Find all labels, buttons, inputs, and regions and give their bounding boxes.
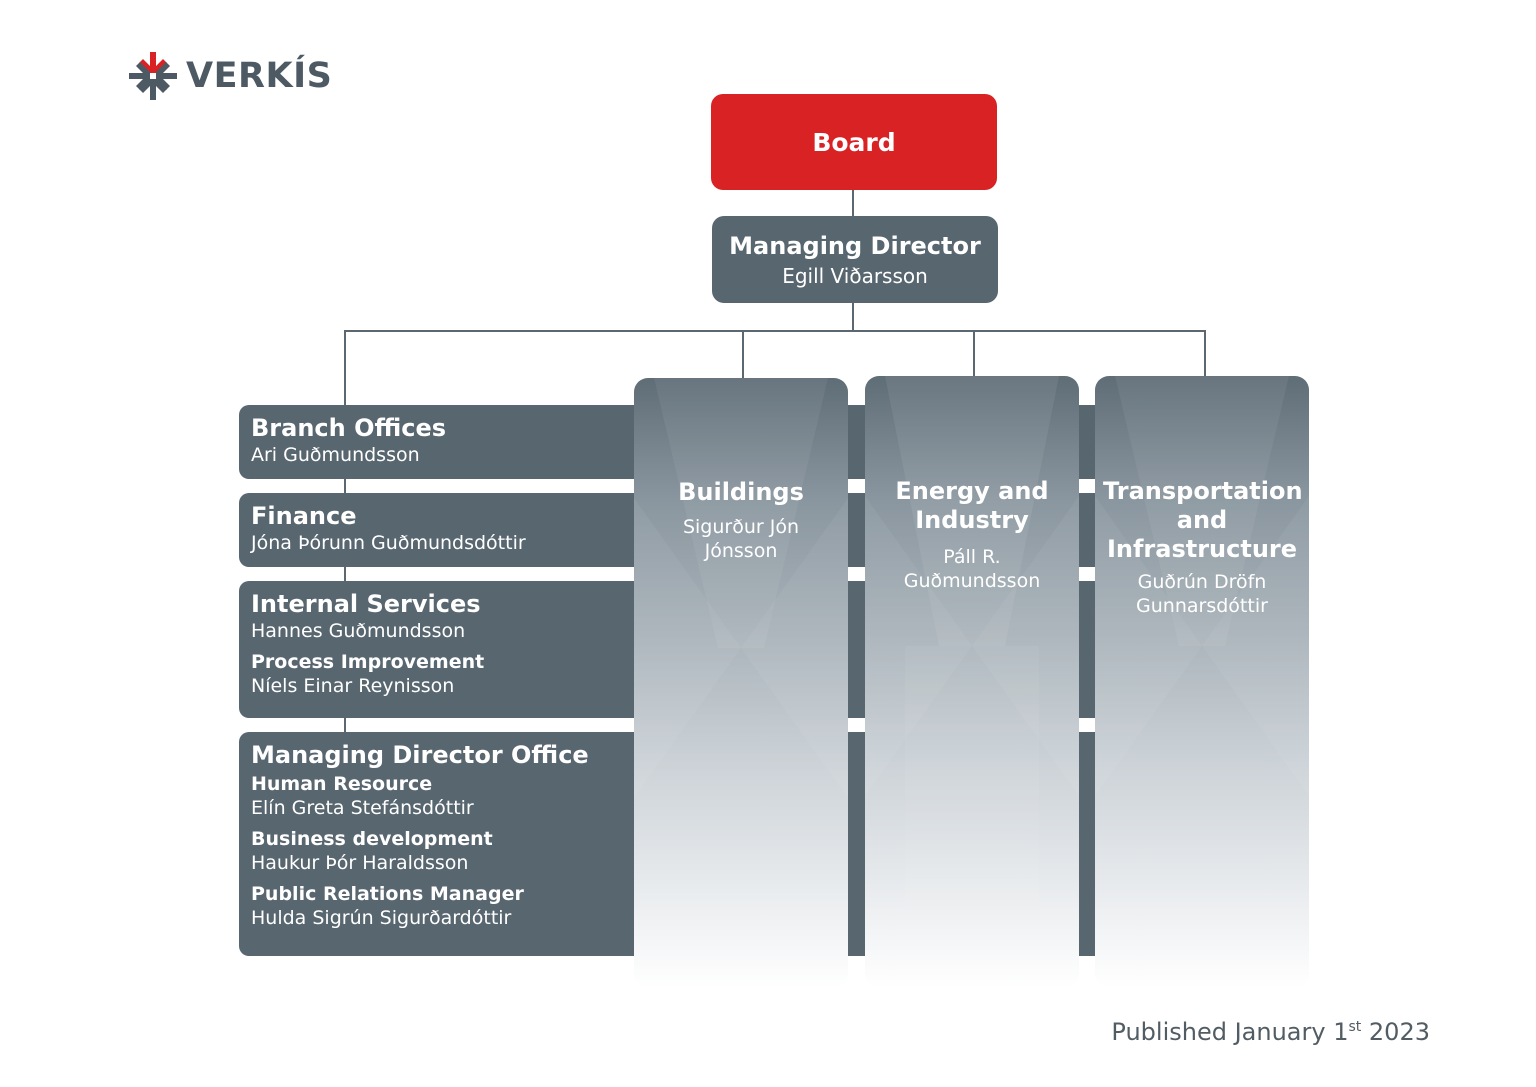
connector-board-md [852,190,854,216]
published-date: Published January 1st 2023 [1111,1018,1430,1046]
division-head-line: Sigurður Jón [682,516,800,538]
connector-energy-drop [973,330,975,376]
managing-director-box: Managing Director Egill Viðarsson [712,216,998,303]
subunit-title: Human Resource [251,773,433,795]
managing-director-title: Managing Director [729,231,981,260]
dept-title: Internal Services [251,590,481,618]
division-title-line: and [1176,506,1228,534]
subunit-head: Haukur Þór Haraldsson [251,852,469,874]
division-buildings: Buildings Sigurður Jón Jónsson [634,378,848,988]
division-head-line: Jónsson [704,540,778,562]
managing-director-name: Egill Viðarsson [782,263,928,288]
division-head-line: Gunnarsdóttir [1136,595,1268,617]
dept-title: Branch Offices [251,414,447,442]
board-box: Board [711,94,997,190]
verkis-snowflake-icon [129,52,177,100]
published-ordinal: st [1348,1019,1362,1035]
dept-head: Hannes Guðmundsson [251,620,466,642]
division-energy-industry: Energy and Industry Páll R. Guðmundsson [865,376,1079,988]
verkis-logo: VERKÍS [128,50,332,102]
division-title-line: Energy and [895,477,1049,505]
dept-managing-director-office: Managing Director Office Human Resource … [239,732,635,956]
subunit-title: Process Improvement [251,651,485,673]
dept-internal-services: Internal Services Hannes Guðmundsson Pro… [239,581,635,718]
published-year: 2023 [1361,1018,1430,1046]
connector-transport-drop [1204,330,1206,376]
division-title-line: Infrastructure [1106,535,1298,563]
dept-head: Jóna Þórunn Guðmundsdóttir [251,532,526,554]
subunit-title: Public Relations Manager [251,883,524,905]
dept-finance: Finance Jóna Þórunn Guðmundsdóttir [239,493,635,567]
subunit-head: Elín Greta Stefánsdóttir [251,797,474,819]
division-head-line: Páll R. [943,546,1001,568]
logo-text: VERKÍS [186,56,333,96]
dept-title: Finance [251,502,357,530]
light-rays-decoration [1095,376,1309,796]
published-prefix: Published January 1 [1111,1018,1349,1046]
board-label: Board [812,127,896,157]
dept-branch-offices: Branch Offices Ari Guðmundsson [239,405,635,479]
division-title-line: Buildings [678,478,804,506]
connector-horizontal [344,330,1206,332]
dept-title: Managing Director Office [251,741,589,769]
light-rays-decoration [634,378,848,798]
division-transportation-infrastructure: Transportation and Infrastructure Guðrún… [1095,376,1309,988]
dept-head: Ari Guðmundsson [251,444,420,466]
subunit-title: Business development [251,828,493,850]
division-title-line: Transportation [1103,477,1303,505]
subunit-head: Hulda Sigrún Sigurðardóttir [251,907,512,929]
light-rays-decoration [865,376,1079,988]
subunit-head: Níels Einar Reynisson [251,675,455,697]
connector-buildings-drop [742,330,744,378]
connector-md-down [852,303,854,331]
division-head-line: Guðmundsson [903,570,1041,592]
division-title-line: Industry [915,506,1029,534]
division-head-line: Guðrún Dröfn [1137,571,1267,593]
